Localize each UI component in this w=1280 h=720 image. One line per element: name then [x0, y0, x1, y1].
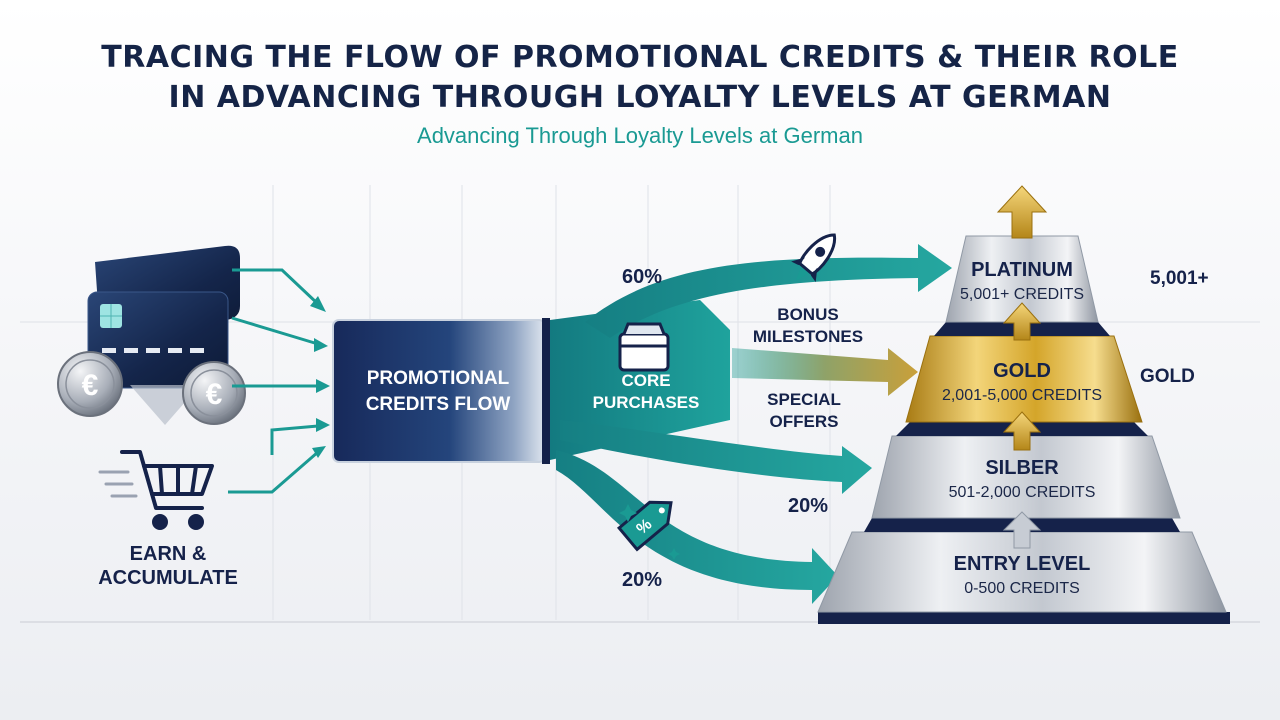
special-label-line-2: OFFERS — [770, 412, 839, 431]
stream-to-entry — [556, 450, 838, 604]
bonus-label-line-1: BONUS — [777, 305, 838, 324]
euro-coin-icon: € — [182, 361, 246, 425]
euro-coin-icon: € — [57, 351, 123, 417]
core-purchase-funnel — [550, 300, 730, 460]
rocket-icon — [791, 233, 836, 283]
center-label-line-1: PROMOTIONAL — [367, 368, 510, 389]
core-label-line-1: CORE — [621, 371, 670, 390]
flow-percent-mid: 20% — [788, 495, 828, 517]
svg-text:€: € — [206, 378, 223, 411]
platinum-side-label: 5,001+ — [1150, 268, 1209, 289]
bonus-label-line-2: MILESTONES — [753, 327, 863, 346]
svg-text:€: € — [82, 369, 99, 402]
promotional-credits-box — [332, 318, 550, 464]
tier-up-arrow-icon — [1002, 511, 1042, 549]
tier-entry-credits: 0-500 CREDITS — [964, 580, 1080, 597]
sparkle-icon — [619, 504, 680, 560]
shopping-bag-icon — [618, 322, 670, 372]
page-title-line-1: TRACING THE FLOW OF PROMOTIONAL CREDITS … — [101, 40, 1178, 75]
discount-tag-icon: % — [616, 500, 673, 552]
tier-platinum-credits: 5,001+ CREDITS — [960, 286, 1084, 303]
special-label-line-1: SPECIAL — [767, 390, 841, 409]
tier-up-arrow-icon — [996, 185, 1048, 239]
input-arrowheads — [310, 296, 330, 458]
earn-label-line-2: ACCUMULATE — [98, 567, 238, 589]
flow-percent-top: 60% — [622, 266, 662, 288]
center-label-line-2: CREDITS FLOW — [366, 394, 511, 415]
gold-side-label: GOLD — [1140, 366, 1195, 387]
tier-gold-name: GOLD — [993, 360, 1051, 382]
shopping-cart-icon — [98, 450, 214, 530]
stream-to-gold — [732, 348, 918, 396]
core-label-line-2: PURCHASES — [593, 393, 700, 412]
stream-to-silber — [560, 420, 872, 494]
tier-silber-name: SILBER — [985, 457, 1059, 479]
input-arrows — [228, 268, 320, 494]
tier-entry-name: ENTRY LEVEL — [954, 553, 1091, 575]
tier-platinum-name: PLATINUM — [971, 259, 1073, 281]
tier-up-arrow-icon — [1002, 302, 1042, 341]
page-subtitle: Advancing Through Loyalty Levels at Germ… — [417, 123, 863, 148]
stream-to-platinum — [585, 244, 952, 338]
credit-cards-icon — [87, 245, 240, 425]
page-title-line-2: IN ADVANCING THROUGH LOYALTY LEVELS AT G… — [169, 80, 1112, 115]
loyalty-pyramid — [817, 235, 1230, 624]
tier-silber-credits: 501-2,000 CREDITS — [949, 484, 1096, 501]
tier-gold-credits: 2,001-5,000 CREDITS — [942, 387, 1102, 404]
flow-percent-bottom: 20% — [622, 569, 662, 591]
flow-streams — [550, 244, 952, 604]
earn-label-line-1: EARN & — [130, 543, 207, 565]
tier-up-arrow-icon — [1002, 411, 1042, 451]
